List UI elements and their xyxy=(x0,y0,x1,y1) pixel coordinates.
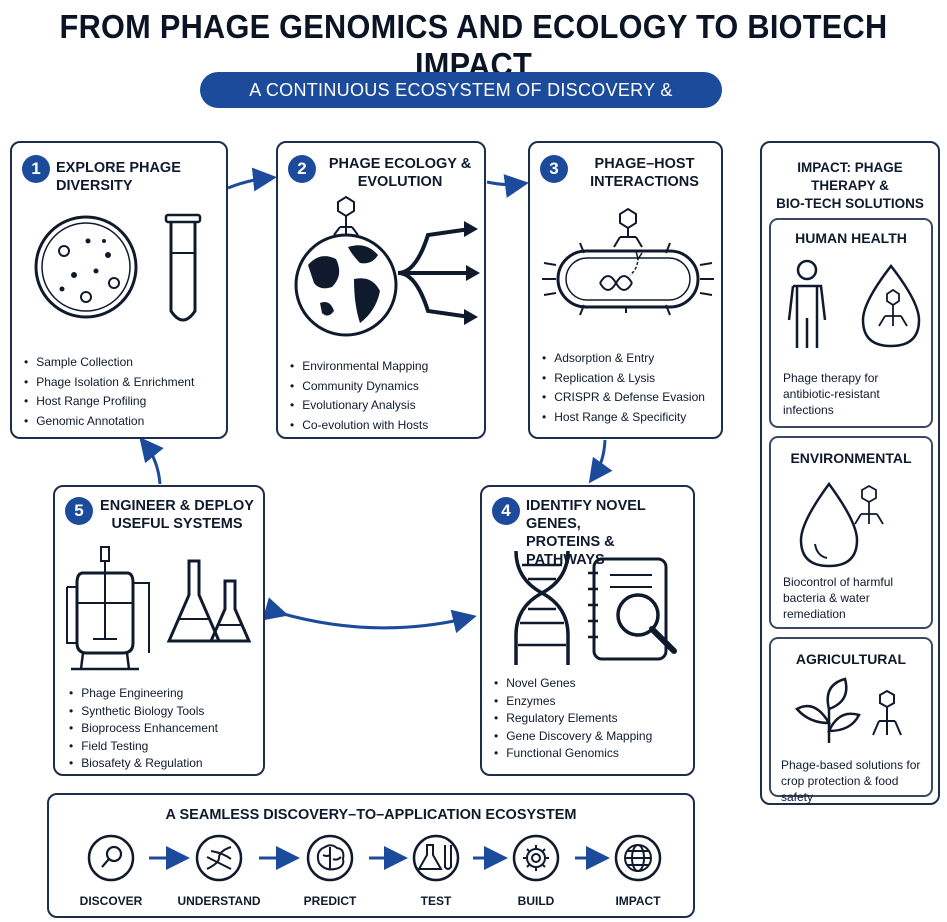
step-1-bullets: Sample Collection Phage Isolation & Enri… xyxy=(24,353,194,431)
impact-section-title: HUMAN HEALTH xyxy=(795,230,907,246)
list-item: Field Testing xyxy=(69,738,218,756)
impact-environmental: ENVIRONMENTAL Biocontrol of harmful bact… xyxy=(769,436,933,629)
impact-agricultural: AGRICULTURAL Phage-based solutions for c… xyxy=(769,637,933,804)
dna-icon xyxy=(206,846,232,870)
arrow-2-to-3 xyxy=(486,174,529,198)
impact-section-title: AGRICULTURAL xyxy=(795,651,907,667)
person-and-phage-drop-icon xyxy=(787,259,921,348)
subtitle-banner: A CONTINUOUS ECOSYSTEM OF DISCOVERY & AP… xyxy=(200,72,722,136)
step-2-number: 2 xyxy=(288,155,316,183)
step-3-number: 3 xyxy=(540,155,568,183)
list-item: Novel Genes xyxy=(494,675,652,693)
ecosystem-step-label: UNDERSTAND xyxy=(177,894,261,908)
step-5-number: 5 xyxy=(65,497,93,525)
ecosystem-title: A SEAMLESS DISCOVERY–TO–APPLICATION ECOS… xyxy=(165,807,577,823)
step-2-bullets: Environmental Mapping Community Dynamics… xyxy=(290,357,428,435)
list-item: Adsorption & Entry xyxy=(542,349,705,369)
impact-section-title: ENVIRONMENTAL xyxy=(790,450,912,466)
step-4-title: IDENTIFY NOVEL GENES, PROTEINS & PATHWAY… xyxy=(526,498,646,568)
petri-dish-and-test-tube-icon xyxy=(34,213,202,322)
step-1-card: 1 EXPLORE PHAGE DIVERSITY Sample Collect… xyxy=(10,141,228,439)
ecosystem-step-label: BUILD xyxy=(517,894,555,908)
step-3-title: PHAGE–HOST INTERACTIONS xyxy=(590,156,699,190)
step-3-card: 3 PHAGE–HOST INTERACTIONS Adsorption & E… xyxy=(528,141,723,439)
step-4-card: 4 IDENTIFY NOVEL GENES, PROTEINS & PATHW… xyxy=(480,485,695,776)
step-3-bullets: Adsorption & Entry Replication & Lysis C… xyxy=(542,349,705,427)
list-item: Bioprocess Enhancement xyxy=(69,720,218,738)
globe-evolution-icon xyxy=(294,195,480,337)
bioreactor-and-flask-icon xyxy=(66,546,252,671)
ecosystem-step-label: TEST xyxy=(420,894,452,908)
list-item: Phage Isolation & Enrichment xyxy=(24,373,194,393)
step-4-bullets: Novel Genes Enzymes Regulatory Elements … xyxy=(494,675,652,763)
arrow-5-to-1 xyxy=(139,437,164,485)
step-2-title: PHAGE ECOLOGY & EVOLUTION xyxy=(328,156,472,190)
arrow-3-to-4 xyxy=(588,439,613,484)
ecosystem-steps-graphic xyxy=(87,834,662,882)
list-item: Synthetic Biology Tools xyxy=(69,703,218,721)
bacterium-infection-icon xyxy=(542,207,714,316)
list-item: Evolutionary Analysis xyxy=(290,396,428,416)
list-item: Phage Engineering xyxy=(69,685,218,703)
ecosystem-step-label: PREDICT xyxy=(303,894,357,908)
ecosystem-step-label: IMPACT xyxy=(615,894,661,908)
step-2-card: 2 PHAGE ECOLOGY & EVOLUTION Environmenta… xyxy=(276,141,486,439)
list-item: Functional Genomics xyxy=(494,745,652,763)
water-drop-phage-icon xyxy=(799,481,884,568)
arrow-4-5-bidirectional xyxy=(262,597,477,634)
impact-section-desc: Phage-based solutions for crop protectio… xyxy=(781,758,921,804)
list-item: Environmental Mapping xyxy=(290,357,428,377)
list-item: Gene Discovery & Mapping xyxy=(494,728,652,746)
step-1-number: 1 xyxy=(22,155,50,183)
impact-panel: IMPACT: PHAGE THERAPY & BIO-TECH SOLUTIO… xyxy=(760,141,940,805)
arrow-1-to-2 xyxy=(227,167,277,192)
list-item: CRISPR & Defense Evasion xyxy=(542,388,705,408)
list-item: Biosafety & Regulation xyxy=(69,755,218,773)
plant-and-phage-icon xyxy=(795,677,902,743)
brain-icon xyxy=(316,844,345,871)
globe-icon xyxy=(624,844,652,872)
impact-human-health: HUMAN HEALTH Phage therapy for antibioti… xyxy=(769,218,933,428)
impact-title: IMPACT: PHAGE THERAPY & BIO-TECH SOLUTIO… xyxy=(776,160,924,211)
impact-section-desc: Biocontrol of harmful bacteria & water r… xyxy=(783,575,894,621)
step-5-bullets: Phage Engineering Synthetic Biology Tool… xyxy=(69,685,218,773)
list-item: Enzymes xyxy=(494,693,652,711)
list-item: Replication & Lysis xyxy=(542,369,705,389)
list-item: Genomic Annotation xyxy=(24,412,194,432)
step-5-title: ENGINEER & DEPLOY USEFUL SYSTEMS xyxy=(100,498,254,532)
list-item: Host Range Profiling xyxy=(24,392,194,412)
magnifier-icon xyxy=(101,845,123,868)
step-5-card: 5 ENGINEER & DEPLOY USEFUL SYSTEMS Phage… xyxy=(53,485,265,776)
list-item: Regulatory Elements xyxy=(494,710,652,728)
dna-and-notebook-search-icon xyxy=(514,550,677,665)
list-item: Host Range & Specificity xyxy=(542,408,705,428)
flask-icon xyxy=(417,844,452,870)
list-item: Community Dynamics xyxy=(290,377,428,397)
list-item: Sample Collection xyxy=(24,353,194,373)
ecosystem-step-label: DISCOVER xyxy=(79,894,143,908)
step-4-number: 4 xyxy=(492,497,520,525)
gear-icon xyxy=(523,845,549,871)
impact-section-desc: Phage therapy for antibiotic-resistant i… xyxy=(783,371,880,417)
step-1-title: EXPLORE PHAGE DIVERSITY xyxy=(56,160,181,194)
page-title: FROM PHAGE GENOMICS AND ECOLOGY TO BIOTE… xyxy=(59,8,888,83)
list-item: Co-evolution with Hosts xyxy=(290,416,428,436)
